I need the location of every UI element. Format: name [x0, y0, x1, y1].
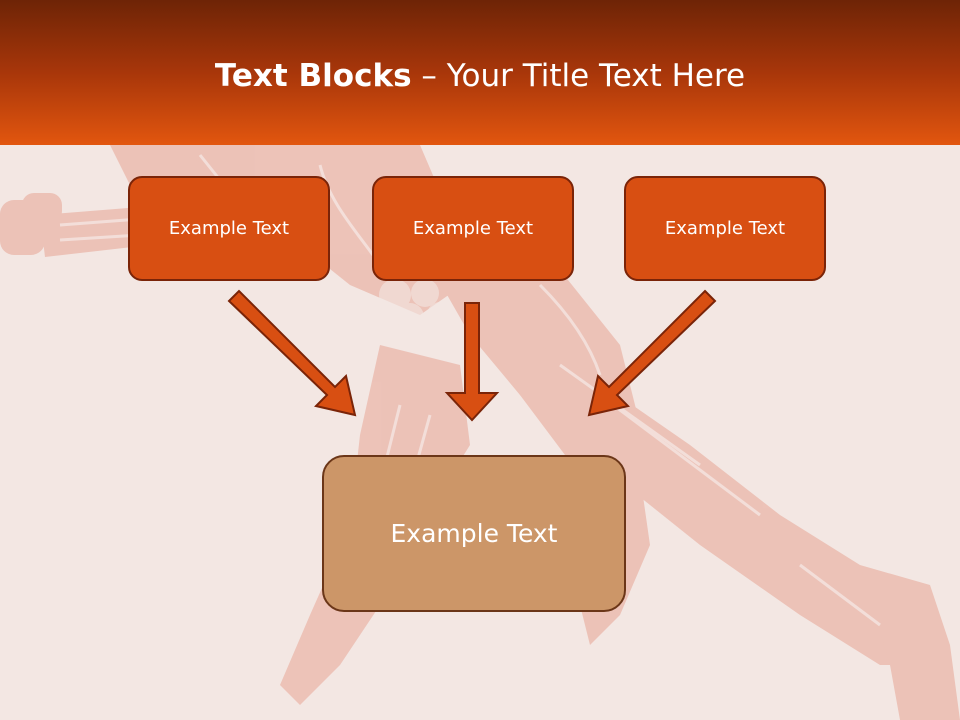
title-dash: – — [411, 58, 447, 94]
title-bold-part: Text Blocks — [214, 58, 412, 94]
arrow-center — [444, 302, 500, 422]
page-title: Text Blocks – Your Title Text Here — [0, 52, 960, 100]
target-box: Example Text — [322, 455, 626, 612]
source-box-2: Example Text — [372, 176, 574, 281]
source-box-1: Example Text — [128, 176, 330, 281]
arrow-right — [587, 289, 717, 417]
target-box-label: Example Text — [390, 519, 558, 548]
title-banner — [0, 0, 960, 145]
title-rest: Your Title Text Here — [446, 58, 746, 94]
source-box-2-label: Example Text — [412, 218, 534, 239]
arrow-left — [227, 289, 357, 417]
source-box-3-label: Example Text — [664, 218, 786, 239]
source-box-3: Example Text — [624, 176, 826, 281]
source-box-1-label: Example Text — [168, 218, 290, 239]
